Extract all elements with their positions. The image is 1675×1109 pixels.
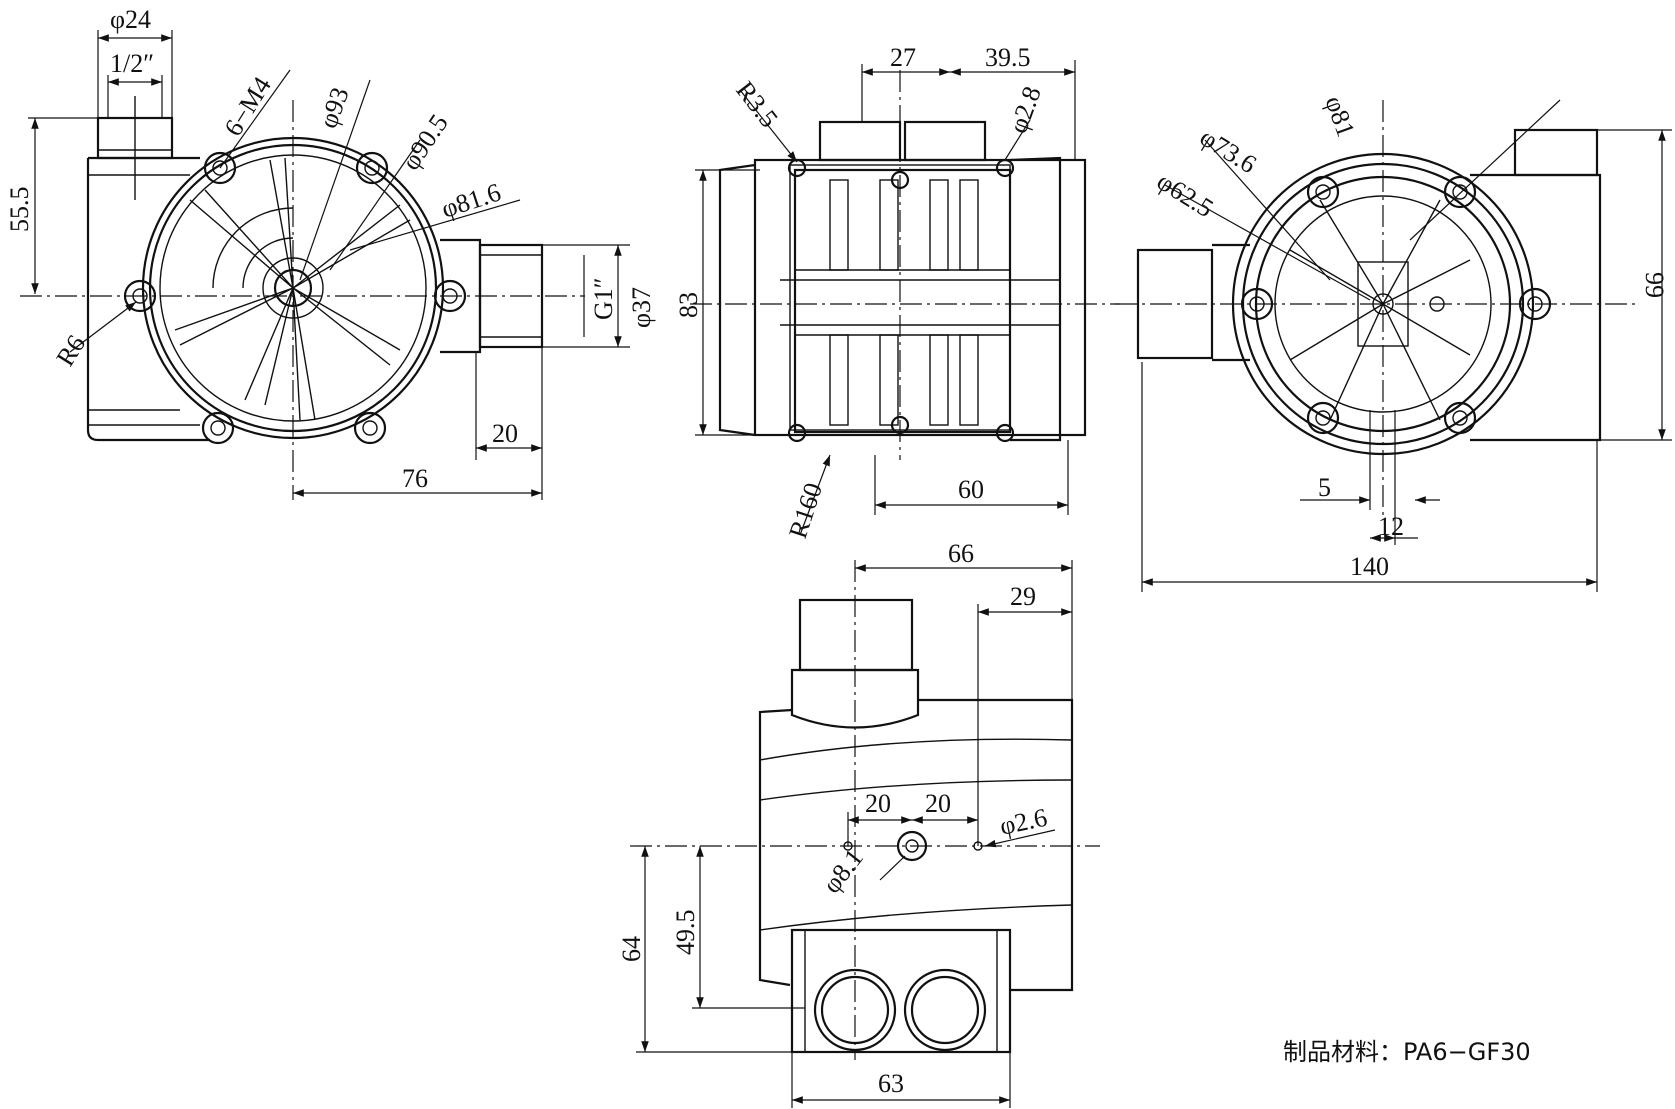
dim-83: 83 (674, 292, 703, 318)
dim-phi90-5: φ90.5 (396, 109, 454, 175)
dim-20-front: 20 (492, 419, 518, 448)
dim-63: 63 (878, 1069, 904, 1098)
dim-140: 140 (1350, 552, 1389, 581)
dim-39-5: 39.5 (985, 43, 1031, 72)
dim-phi62-5: φ62.5 (1152, 166, 1219, 223)
dim-49-5: 49.5 (671, 910, 700, 956)
dim-27: 27 (890, 43, 916, 72)
dim-66: 66 (948, 539, 974, 568)
side-view: 27 39.5 R3.5 φ2.8 83 R160 60 (674, 43, 1120, 542)
dim-phi2-8: φ2.8 (1003, 82, 1047, 137)
bolt-lugs-front (123, 151, 467, 445)
dim-g1: G1″ (589, 277, 618, 320)
dim-29: 29 (1010, 582, 1036, 611)
port-holes-bottom (813, 968, 987, 1052)
dim-half-inch: 1/2″ (110, 49, 154, 78)
bottom-view: 66 29 20 20 φ2.6 φ8.1 64 49.5 63 (617, 539, 1100, 1108)
dim-phi73-6: φ73.6 (1195, 122, 1262, 179)
dim-20-right: 20 (925, 789, 951, 818)
dim-r3-5: R3.5 (730, 76, 784, 133)
dim-phi24: φ24 (110, 5, 151, 34)
front-view: φ24 1/2″ 6−M4 φ93 φ90.5 φ81.6 55.5 R6 G1… (5, 5, 656, 500)
dim-64: 64 (617, 936, 646, 962)
dim-5: 5 (1318, 473, 1331, 502)
corner-bosses-side (787, 158, 1015, 443)
dim-55-5: 55.5 (5, 187, 34, 233)
dim-phi93: φ93 (313, 84, 354, 132)
dim-phi37: φ37 (627, 287, 656, 328)
back-view: φ81 φ73.6 φ62.5 99 5 12 140 (1115, 92, 1672, 592)
dim-12: 12 (1378, 512, 1404, 541)
dim-phi81: φ81 (1319, 92, 1360, 140)
dim-76: 76 (402, 464, 428, 493)
dim-6-m4: 6−M4 (218, 72, 276, 141)
dim-r6: R6 (50, 330, 91, 371)
dim-99: 99 (1640, 272, 1669, 298)
dim-phi8-1: φ8.1 (817, 843, 869, 898)
dim-phi2-6: φ2.6 (997, 803, 1050, 841)
dim-20-left: 20 (865, 789, 891, 818)
dim-phi81-6: φ81.6 (438, 177, 505, 223)
dim-60: 60 (958, 475, 984, 504)
material-note: 制品材料：PA6−GF30 (1283, 1038, 1531, 1066)
dim-r160: R160 (783, 479, 828, 542)
